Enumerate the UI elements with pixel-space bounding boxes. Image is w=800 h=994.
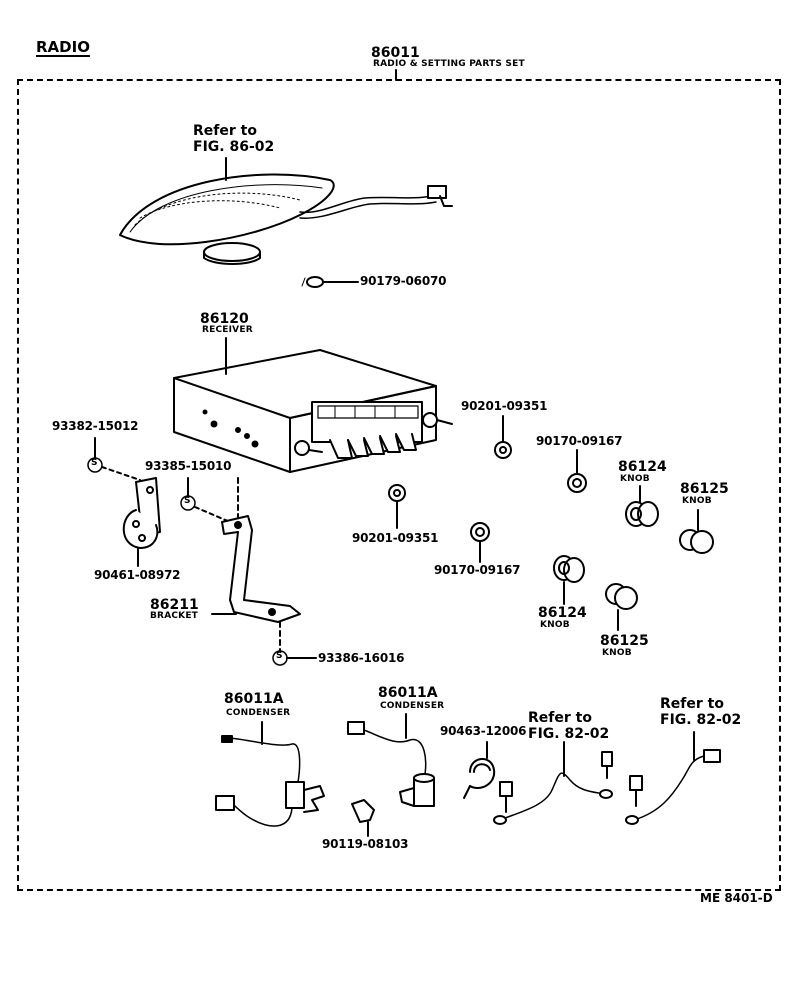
- ref-1-line2: FIG. 82-02: [528, 726, 610, 742]
- ground-wire-2-illustration: [625, 731, 721, 825]
- screw-b-part-number: 93385-15010: [145, 459, 232, 473]
- screw-symbol-b: S: [184, 496, 191, 506]
- receiver-part-name: RECEIVER: [202, 325, 253, 335]
- figure-code: ME 8401-D: [700, 891, 773, 905]
- screw-c-part-number: 93386-16016: [318, 651, 405, 665]
- knob-3-name: KNOB: [540, 620, 570, 630]
- screw-symbol-c: S: [276, 651, 283, 661]
- condenser-2-illustration: [347, 713, 435, 807]
- screw-d-part-number: 90119-08103: [322, 837, 409, 851]
- clip-illustration: [122, 477, 161, 567]
- knob-2-part-number: 86125: [680, 481, 729, 497]
- knob-1-part-number: 86124: [618, 459, 667, 475]
- set-part-name: RADIO & SETTING PARTS SET: [373, 59, 525, 69]
- speaker-nut-part-number: 90179-06070: [360, 274, 447, 288]
- knob-3-part-number: 86124: [538, 605, 587, 621]
- speaker-ref-line2: FIG. 86-02: [193, 139, 275, 155]
- clamp-part-number: 90463-12006: [440, 724, 527, 738]
- clamp-illustration: [463, 741, 496, 799]
- condenser-1-name: CONDENSER: [226, 708, 291, 718]
- clip-part-number: 90461-08972: [94, 568, 181, 582]
- spacer-lower-part-number: 90170-09167: [434, 563, 521, 577]
- knob-4-name: KNOB: [602, 648, 632, 658]
- bracket-part-name: BRACKET: [150, 611, 199, 621]
- condenser-1-illustration: [215, 721, 325, 827]
- set-part-number: 86011: [371, 45, 420, 61]
- knob-illustrations: [553, 485, 714, 631]
- condenser-2-name: CONDENSER: [380, 701, 445, 711]
- nut-lower-part-number: 90201-09351: [352, 531, 439, 545]
- screw-a-part-number: 93382-15012: [52, 419, 139, 433]
- receiver-part-number: 86120: [200, 311, 249, 327]
- knob-4-part-number: 86125: [600, 633, 649, 649]
- bracket-illustration: [211, 515, 301, 653]
- knob-2-name: KNOB: [682, 496, 712, 506]
- speaker-ref-line1: Refer to: [193, 123, 257, 139]
- set-outline-box: [17, 79, 781, 891]
- screw-symbol-a: S: [91, 458, 98, 468]
- page-title: RADIO: [36, 38, 90, 56]
- speaker-illustration: [119, 157, 453, 265]
- ref-2-line2: FIG. 82-02: [660, 712, 742, 728]
- receiver-illustration: [173, 337, 453, 473]
- ref-2-line1: Refer to: [660, 696, 724, 712]
- speaker-nut-illustration: [301, 276, 359, 288]
- ref-1-line1: Refer to: [528, 710, 592, 726]
- spacer-upper-part-number: 90170-09167: [536, 434, 623, 448]
- condenser-1-part-number: 86011A: [224, 691, 284, 707]
- bracket-part-number: 86211: [150, 597, 199, 613]
- ground-wire-1-illustration: [493, 741, 613, 825]
- condenser-2-part-number: 86011A: [378, 685, 438, 701]
- nut-upper-part-number: 90201-09351: [461, 399, 548, 413]
- knob-1-name: KNOB: [620, 474, 650, 484]
